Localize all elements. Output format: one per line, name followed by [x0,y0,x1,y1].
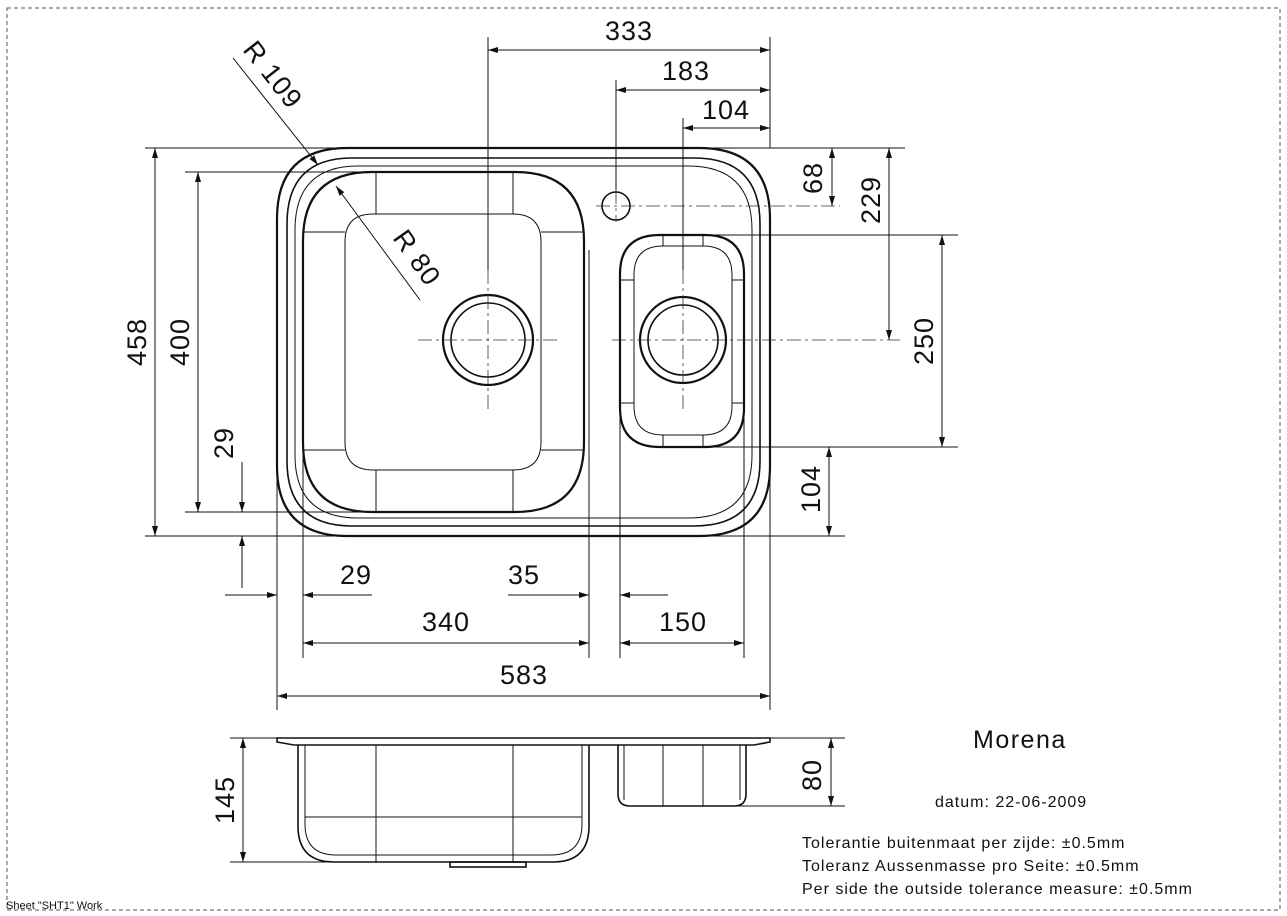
dimension-labels: 333 183 104 R 109 R 80 68 229 250 104 45… [122,16,939,824]
sheet-label: Sheet "SHT1" Work [6,900,103,912]
dim-80-label: 80 [797,759,827,791]
model-title: Morena [973,726,1067,754]
side-small-bowl [617,745,747,807]
center-lines [418,190,900,412]
tolerance-de: Toleranz Aussenmasse pro Seite: ±0.5mm [802,858,1140,875]
tolerance-en: Per side the outside tolerance measure: … [802,881,1193,898]
dim-104-top-label: 104 [702,95,750,125]
dim-68-label: 68 [798,162,828,194]
dim-145-label: 145 [210,776,240,824]
dim-458-label: 458 [122,318,152,366]
radius-109-label: R 109 [237,35,308,114]
dim-229-label: 229 [856,176,886,224]
sink-rim-line [286,157,761,527]
main-bowl-outline [301,170,586,514]
dim-183-label: 183 [662,56,710,86]
dim-35-label: 35 [508,560,540,590]
sink-rim-inner-line [294,165,753,519]
side-main-bowl [297,745,590,863]
dim-104-right-label: 104 [796,465,826,513]
sink-side-view [276,737,771,868]
dim-583-label: 583 [500,660,548,690]
dimension-lines [152,47,945,699]
extension-lines [145,37,958,710]
side-drain-stub [449,861,527,868]
dim-29-bottom-label: 29 [340,560,372,590]
dim-150-label: 150 [659,607,707,637]
radius-80-label: R 80 [387,224,447,291]
side-dimension-lines [230,737,845,863]
radius-109-leader [232,57,319,166]
tolerance-nl: Tolerantie buitenmaat per zijde: ±0.5mm [802,835,1125,852]
side-flange [276,737,771,746]
title-block: Morena datum: 22-06-2009 Tolerantie buit… [802,726,1193,898]
dim-29-left-label: 29 [209,427,239,459]
radius-80-leader [335,185,421,301]
drawing-date: datum: 22-06-2009 [935,794,1087,811]
dim-250-label: 250 [909,317,939,365]
dim-340-label: 340 [422,607,470,637]
dim-333-label: 333 [605,16,653,46]
dim-400-label: 400 [165,318,195,366]
drawing-frame [6,7,1281,911]
